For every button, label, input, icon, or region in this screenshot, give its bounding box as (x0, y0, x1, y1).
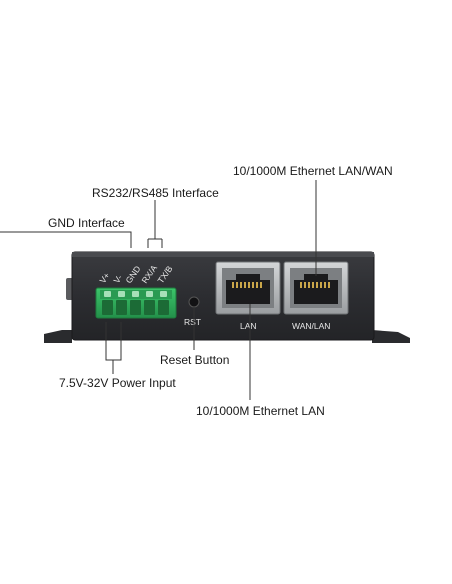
leader-lines (0, 180, 317, 400)
mounting-flange-right (372, 330, 410, 343)
silk-rst: RST (184, 317, 201, 327)
callout-ethernet-lan: 10/1000M Ethernet LAN (196, 404, 325, 418)
callout-reset-button: Reset Button (160, 353, 229, 367)
callout-rs232-rs485: RS232/RS485 Interface (92, 186, 219, 200)
power-serial-terminal-block (95, 287, 177, 319)
leader-rs232-rs485 (147, 200, 163, 248)
mounting-flange-left (44, 330, 72, 343)
reset-button (188, 296, 200, 308)
callout-power-input: 7.5V-32V Power Input (59, 376, 176, 390)
callout-gnd-interface: GND Interface (48, 216, 125, 230)
leader-gnd (0, 231, 132, 248)
leader-power-input (105, 322, 122, 374)
callout-ethernet-lan-wan: 10/1000M Ethernet LAN/WAN (233, 164, 393, 178)
housing-top-edge (72, 252, 374, 257)
lan-port (215, 261, 281, 315)
silk-lan: LAN (240, 321, 257, 331)
terminal-screws (102, 300, 169, 315)
silk-wan-lan: WAN/LAN (292, 321, 330, 331)
